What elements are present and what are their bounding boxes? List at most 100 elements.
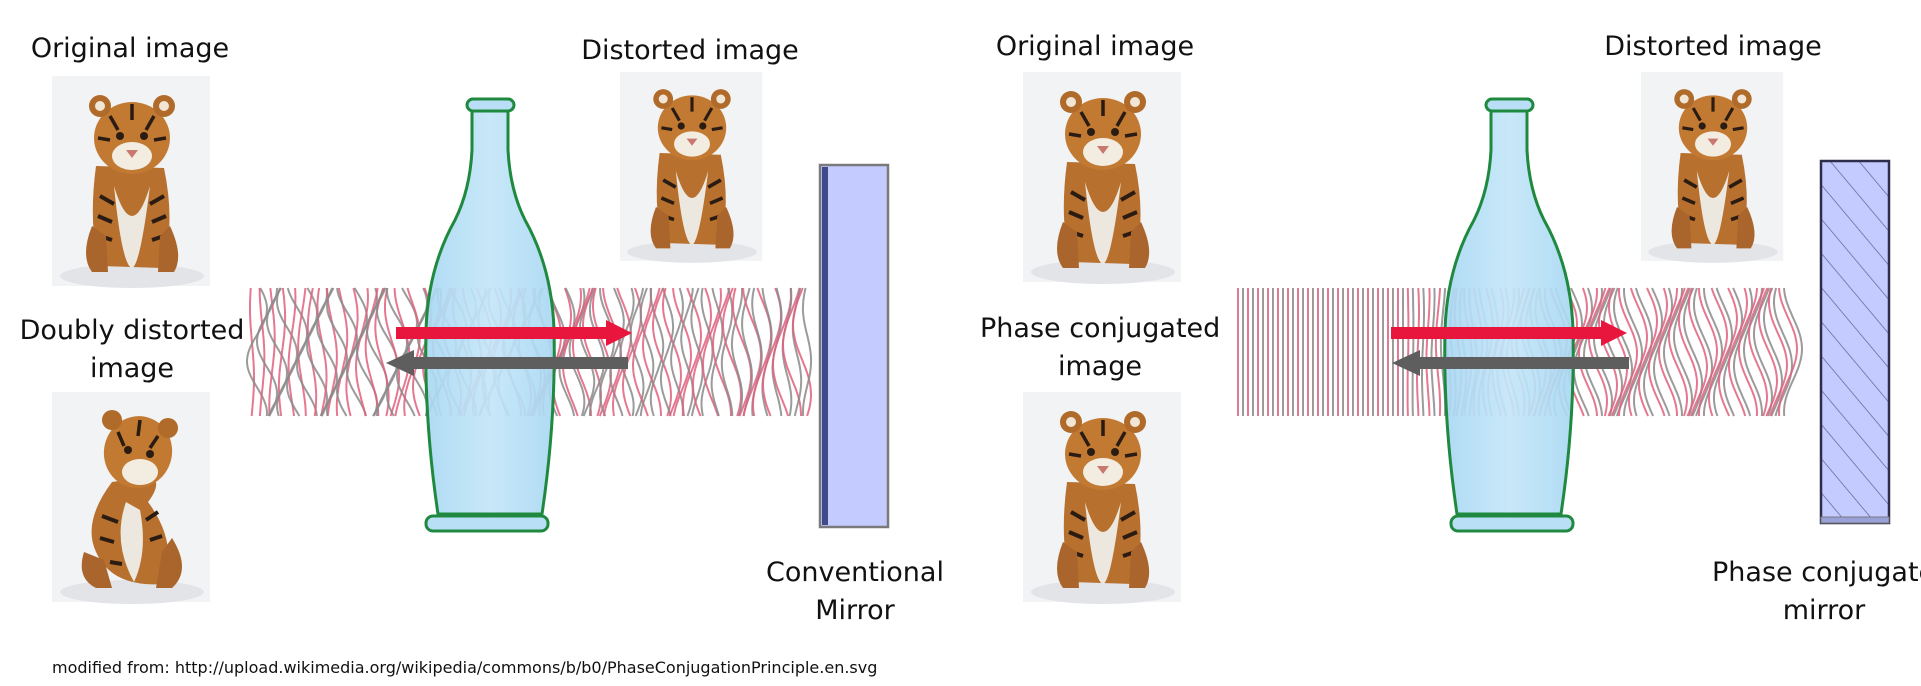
wavefront-line	[1782, 287, 1804, 417]
wavefront-line	[558, 287, 576, 417]
wavefront-line	[710, 287, 724, 417]
wavefront-line	[781, 287, 802, 417]
wavefront-line	[316, 287, 328, 417]
left-bottle-cap	[465, 97, 516, 113]
wavefront-line	[801, 287, 813, 416]
wavefront-line	[1763, 287, 1784, 417]
wavefront-line	[1698, 287, 1719, 416]
doubly-distorted-label-line1: Doubly distorted	[19, 315, 245, 346]
doubly-distorted-tiger-image	[50, 390, 212, 606]
left-bottle-icon	[424, 102, 556, 516]
left-bottle-base	[424, 514, 550, 533]
wavefront-line	[345, 287, 368, 417]
wavefront-line	[316, 287, 338, 417]
wavefront-line	[1627, 287, 1649, 417]
doubly-distorted-label-line2: image	[89, 353, 175, 384]
right-bottle-icon	[1443, 102, 1575, 516]
right-original-tiger-image	[1021, 70, 1183, 286]
wavefront-line	[730, 287, 744, 417]
wavefront-line	[393, 287, 411, 417]
wavefront-line	[1421, 287, 1425, 417]
wavefront-line	[403, 287, 421, 417]
wavefront-line	[562, 287, 583, 417]
conventional-mirror-label-line1: Conventional	[766, 557, 944, 588]
wavefront-line	[1592, 287, 1614, 417]
wavefront-line	[680, 287, 694, 417]
wavefront-line	[1662, 287, 1683, 417]
wavefront-line	[1406, 287, 1410, 417]
wavefront-line	[1777, 287, 1799, 417]
wavefront-line	[588, 287, 605, 416]
phase-conjugate-mirror-icon	[1819, 159, 1891, 525]
wavefront-line	[720, 287, 734, 417]
wavefront-line	[1713, 287, 1734, 417]
left-original-image-label: Original image	[30, 33, 230, 64]
right-original-image-label: Original image	[995, 31, 1195, 62]
left-panel	[50, 70, 890, 606]
wavefront-line	[592, 287, 613, 417]
phase-conjugated-label-line2: image	[1057, 351, 1143, 382]
wavefront-line	[1768, 287, 1789, 417]
wavefront-line	[619, 287, 635, 417]
wavefront-line	[287, 287, 297, 417]
wavefront-line	[631, 287, 653, 417]
wavefront-line	[1587, 287, 1609, 417]
wavefront-line	[1718, 287, 1739, 417]
wavefront-line	[1687, 287, 1709, 417]
wavefront-line	[651, 287, 673, 417]
wavefront-line	[1582, 287, 1604, 417]
right-bottle-cap	[1484, 97, 1535, 113]
wavefront-line	[335, 287, 358, 417]
wavefront-line	[1667, 287, 1689, 417]
phase-conjugated-tiger-image	[1021, 390, 1183, 606]
left-distorted-image-label: Distorted image	[581, 35, 799, 66]
wavefront-line	[306, 287, 329, 417]
wavefront-line	[306, 287, 318, 417]
wavefront-line	[297, 287, 307, 417]
wavefront-line	[1758, 287, 1779, 417]
wavefront-line	[721, 287, 743, 417]
wavefront-line	[691, 287, 713, 417]
right-panel	[1021, 70, 1891, 606]
wavefront-line	[1748, 287, 1769, 417]
wavefront-line	[268, 287, 276, 417]
wavefront-line	[659, 287, 675, 417]
wavefront-line	[1617, 287, 1639, 417]
wavefront-line	[249, 287, 255, 417]
right-distorted-tiger-image	[1639, 70, 1786, 265]
wavefront-line	[1607, 287, 1629, 417]
wavefront-line	[568, 287, 586, 417]
wavefront-line	[1728, 287, 1749, 417]
wavefront-line	[258, 287, 266, 417]
wavefront-line	[1637, 287, 1659, 417]
wavefront-line	[1703, 287, 1724, 416]
wavefront-line	[275, 287, 299, 417]
right-gray-arrow	[1392, 350, 1629, 376]
wavefront-line	[1652, 287, 1674, 417]
wavefront-line	[1411, 287, 1415, 417]
wavefront-line	[1430, 287, 1436, 417]
wavefront-line	[384, 287, 401, 417]
wavefront-line	[649, 287, 665, 417]
wavefront-line	[639, 287, 655, 417]
phase-conjugate-mirror-label-line1: Phase conjugate	[1712, 557, 1921, 588]
phase-conjugated-label-line1: Phase conjugated	[980, 313, 1221, 344]
wavefront-line	[1647, 287, 1669, 417]
wavefront-line	[1708, 287, 1729, 417]
wavefront-line	[690, 287, 704, 417]
wavefront-line	[1743, 287, 1764, 417]
conventional-mirror-label-line2: Mirror	[815, 595, 895, 626]
wavefront-line	[791, 287, 813, 417]
wavefront-line	[1692, 287, 1714, 417]
wavefront-line	[1738, 287, 1759, 417]
phase-conjugate-mirror-label-line2: mirror	[1782, 595, 1866, 626]
wavefront-line	[599, 288, 615, 417]
wavefront-line	[611, 287, 633, 417]
left-red-arrow	[396, 320, 632, 346]
original-tiger-image	[50, 74, 212, 290]
wavefront-line	[751, 287, 773, 417]
source-attribution: modified from: http://upload.wikimedia.o…	[52, 658, 878, 677]
wavefront-line	[1425, 287, 1431, 417]
